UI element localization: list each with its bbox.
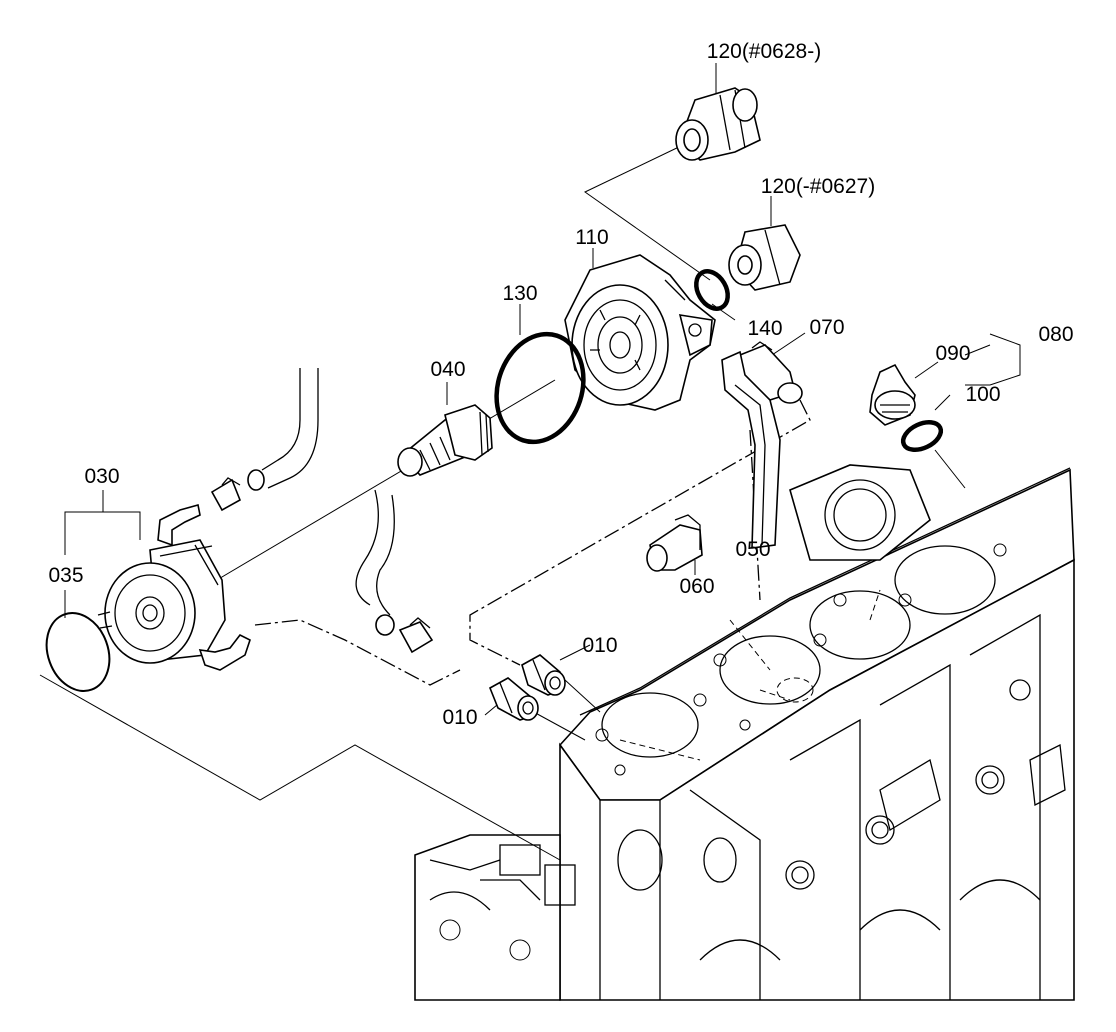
label-130: 130 [502, 282, 537, 305]
part-120-old-plug [728, 224, 801, 291]
part-060-clamp [646, 514, 703, 572]
label-080: 080 [1038, 323, 1073, 346]
part-100-o-ring [900, 419, 944, 453]
label-070: 070 [809, 316, 844, 339]
part-110-housing [564, 254, 716, 411]
label-010-lower: 010 [442, 706, 477, 729]
part-050-hose [721, 350, 781, 549]
label-035: 035 [48, 564, 83, 587]
label-120-new: 120(#0628-) [707, 40, 821, 63]
label-030: 030 [84, 465, 119, 488]
engine-block [414, 464, 1075, 1001]
label-040: 040 [430, 358, 465, 381]
part-010-fitting-upper [521, 654, 566, 696]
label-140: 140 [747, 317, 782, 340]
part-130-o-ring [494, 331, 586, 445]
label-110: 110 [575, 226, 608, 249]
label-060: 060 [679, 575, 714, 598]
label-010-upper: 010 [582, 634, 617, 657]
part-140-o-ring [694, 269, 730, 311]
coolant-hose-lower [355, 489, 434, 654]
part-090-filler-cap [869, 363, 916, 426]
part-010-fitting-lower [488, 677, 539, 721]
coolant-hose-upper [210, 368, 319, 512]
part-040-fitting [397, 404, 493, 477]
part-030-oil-cooler [97, 503, 251, 671]
label-100: 100 [965, 383, 1000, 406]
label-050: 050 [735, 538, 770, 561]
label-090: 090 [935, 342, 970, 365]
label-120-old: 120(-#0627) [761, 175, 875, 198]
callout-labels: 120(#0628-) 120(-#0627) 110 130 140 070 … [48, 40, 1073, 729]
part-035-o-ring [45, 612, 111, 692]
part-120-new-adapter [675, 87, 761, 161]
